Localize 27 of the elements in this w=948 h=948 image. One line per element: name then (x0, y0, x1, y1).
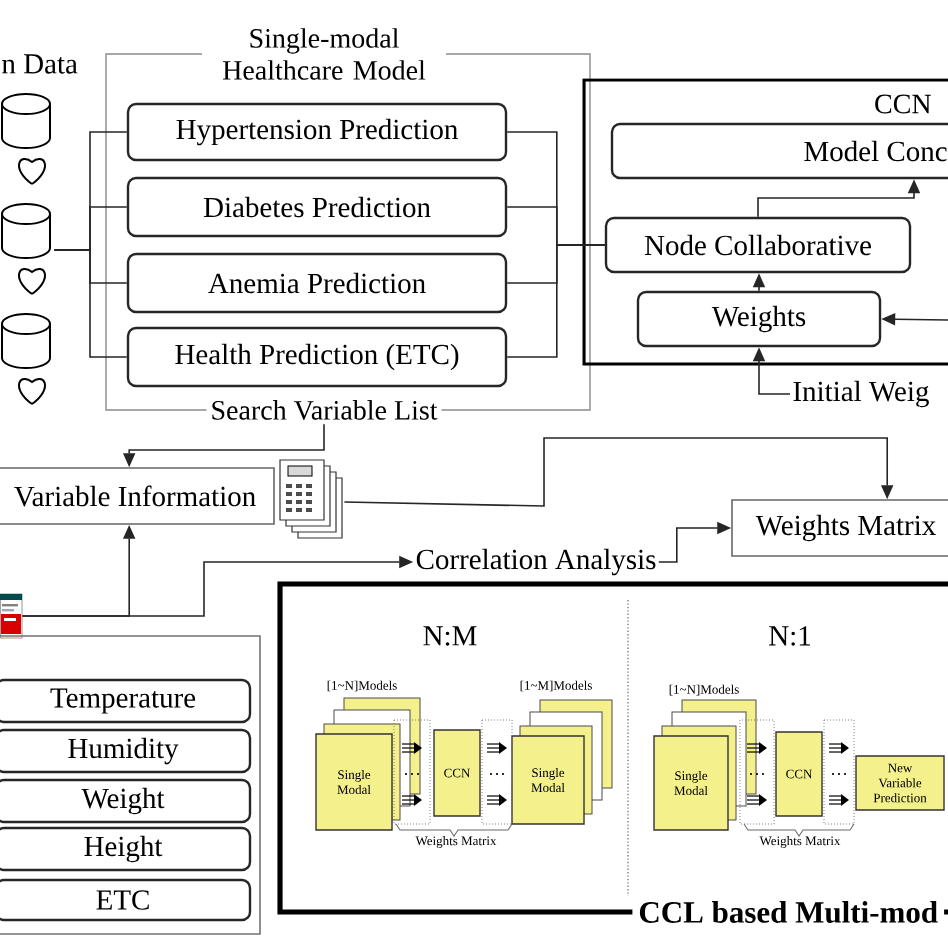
connector (506, 244, 606, 358)
step-text: Correlation Analysis (416, 548, 656, 576)
process-box: Diabetes Prediction (126, 176, 508, 238)
process-box: Variable Information (0, 467, 275, 525)
process-box: Hypertension Prediction (126, 102, 508, 162)
process-box: Anemia Prediction (126, 252, 508, 314)
process-box: Node Collaborative (604, 216, 912, 274)
process-box: Weights (636, 290, 882, 348)
connector (53, 249, 128, 358)
process-box: Humidity (0, 728, 252, 774)
label: N:M (423, 626, 477, 646)
process-box: ETC (0, 878, 252, 922)
process-box: Temperature (0, 678, 252, 724)
connector (343, 437, 894, 507)
form-icon (0, 593, 23, 639)
process-box: Weight (0, 778, 252, 824)
label: n Data (2, 54, 78, 74)
process-box: Health Prediction (ETC) (126, 326, 508, 388)
label: N:1 (769, 626, 811, 646)
process-box: Height (0, 826, 252, 872)
node-label: Single-modal (250, 28, 399, 54)
input-text: Initial Weig (793, 380, 929, 408)
database-drawing (1, 93, 51, 405)
process-box: Weights Matrix (731, 499, 948, 557)
panel-box (0, 635, 261, 935)
document-stack-icon (279, 459, 343, 539)
process-box: Model Conc (610, 122, 948, 180)
